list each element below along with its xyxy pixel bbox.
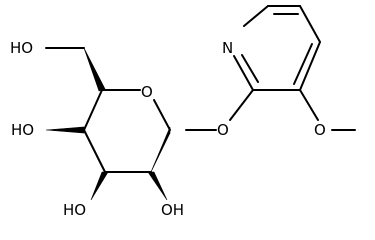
wedge-c3-oh [90,171,109,201]
hydroxymethyl-oh-label: HO [10,39,33,57]
molecule-structure-diagram: O O O N HO HO HO OH [10,5,356,219]
bond-n-c6 [243,5,269,27]
glycosidic-oxygen-label: O [217,121,229,139]
methoxy-oxygen-label: O [314,121,326,139]
ring-oxygen-label: O [141,83,153,101]
bond-ring-o-c1 [153,99,171,131]
molecule-svg: O O O N HO HO HO OH [10,5,356,219]
wedge-c4-oh [45,126,85,134]
wedge-c5-c6 [83,47,106,92]
pyranose-ring [83,89,171,173]
bond-c2-n-inner [241,54,259,83]
bond-c2-glycosidic-o [229,89,254,121]
c4-oh-label: HO [11,121,34,139]
c2-oh-label: OH [161,201,184,219]
bond-c3-methoxy-o [299,89,319,121]
bond-c5-c4 [299,5,321,43]
wedge-c1-c2 [150,126,171,173]
bond-c3-c4 [83,129,106,173]
bond-c4-c5 [83,89,103,131]
bond-c2-n [233,55,254,91]
wedge-c2-oh [147,171,168,201]
pyridine-ring [233,5,321,91]
pyridine-nitrogen-label: N [222,39,233,57]
bond-c4-c3-inner [293,43,313,85]
bond-c4-c3 [299,41,321,91]
c3-oh-label: HO [63,201,86,219]
